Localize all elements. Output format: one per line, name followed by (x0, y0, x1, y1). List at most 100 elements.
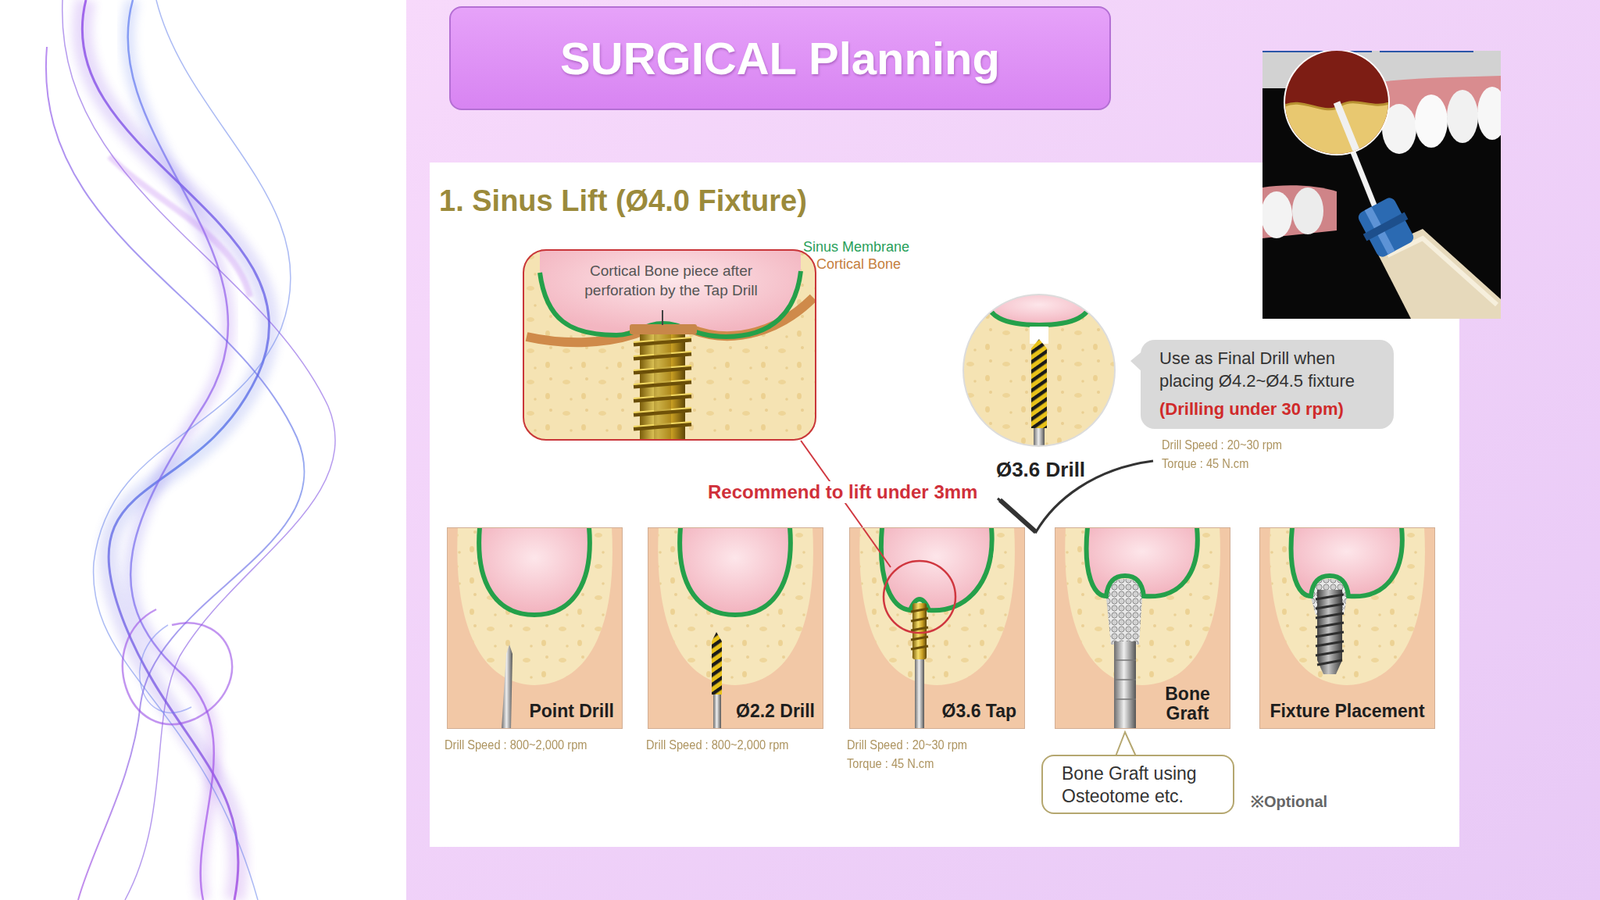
title-banner: SURGICAL Planning (449, 6, 1111, 111)
detail-illustration-part-part (629, 324, 697, 335)
callout-text: Cortical Bone piece after perforation by… (569, 261, 773, 300)
smoke-swirl-part (109, 156, 250, 297)
speech-bubble: Use as Final Drill when placing Ø4.2~Ø4.… (1140, 339, 1394, 429)
step-illustration-part-part (647, 527, 824, 729)
clinical-photo-part (1262, 50, 1501, 319)
step-panel: Ø3.6 Tap (849, 527, 1025, 729)
detail-illustration-part-part (539, 249, 801, 337)
detail-illustration-part-part (522, 249, 817, 441)
step-illustration-part-part (914, 659, 925, 729)
drill-spec: Drill Speed : 800~2,000 rpm (444, 737, 587, 754)
step-name: Point Drill (528, 700, 615, 722)
smoke-swirl-part (128, 0, 229, 900)
smoke-swirl-part (82, 0, 269, 900)
step-panel: Ø2.2 Drill (647, 527, 824, 729)
drill-close-up-part (962, 293, 1116, 452)
drill-circle: Ø3.6 Drill (962, 293, 1116, 447)
step-illustration-part (647, 527, 824, 729)
step-illustration-part-part (1086, 527, 1198, 597)
title-text: SURGICAL Planning (560, 32, 1000, 85)
step-panel: Fixture Placement (1259, 527, 1436, 729)
step-illustration-part-part (1086, 527, 1198, 597)
clinical-photo-part-part (1446, 89, 1479, 143)
step-illustration-part-part (883, 560, 956, 633)
smoke-swirl-part (128, 0, 229, 900)
step-illustration-part-part (1054, 527, 1231, 729)
part-name: Sinus Membrane (803, 239, 910, 256)
step-illustration-part-part (679, 527, 791, 615)
drill-close-up-part-part (962, 293, 1116, 447)
step-illustration-part-part (711, 632, 722, 695)
drill-spec: Drill Speed : 20~30 rpm (846, 737, 968, 754)
step-illustration (1054, 527, 1231, 729)
step-illustration-part-part (1291, 527, 1403, 597)
clinical-photo-part-part (1262, 50, 1372, 53)
step-illustration-part-part (713, 694, 722, 729)
step-illustration-part-part (1259, 527, 1436, 729)
smoke-swirl-part (82, 0, 269, 900)
step-panel: Point Drill (446, 527, 623, 729)
clinical-photo-part-part (1282, 50, 1392, 161)
step-illustration (647, 527, 824, 729)
step-illustration-part-part (1291, 527, 1403, 597)
step-illustration-part (1054, 527, 1231, 729)
step-illustration-part-part (862, 527, 891, 568)
detail-illustration-part-part (522, 249, 817, 441)
step-illustration-part-part (1106, 578, 1143, 645)
background-part (406, 0, 1600, 900)
step-name: Ø3.6 Tap (942, 700, 1017, 722)
part-name: Cortical Bone (816, 256, 901, 273)
background-part (0, 0, 407, 900)
step-illustration-part-part (478, 527, 590, 615)
clinical-photo-part-part-part (1356, 196, 1416, 260)
clinical-photo-part-part-part (1336, 102, 1361, 161)
step-illustration-part-part (910, 608, 929, 650)
section-heading: 1. Sinus Lift (Ø4.0 Fixture) (439, 184, 808, 218)
drill-spec: Drill Speed : 20~30 rpm (1161, 437, 1283, 454)
step-name: Bone Graft (1151, 684, 1224, 724)
clinical-photo (1260, 49, 1508, 319)
step-name: Fixture Placement (1260, 700, 1435, 722)
step-illustration-part (446, 527, 623, 729)
detail-illustration (522, 249, 817, 441)
detail-illustration-part-part (690, 297, 814, 336)
drill-close-up-part-part (985, 293, 1093, 325)
step-illustration-part-part (1114, 660, 1136, 700)
step-illustration-part-part (446, 527, 623, 729)
detail-illustration-part-part (653, 334, 672, 441)
detail-view: Cortical Bone piece after perforation by… (522, 249, 817, 441)
note-text: Use as Final Drill when placing Ø4.2~Ø4.… (1159, 347, 1386, 393)
step-illustration (849, 527, 1025, 729)
drill-spec: Drill Speed : 800~2,000 rpm (646, 737, 789, 754)
warning-text: (Drilling under 30 rpm) (1159, 399, 1344, 420)
step-illustration-part-part (849, 527, 1025, 729)
clinical-photo-part-part-part (1282, 50, 1392, 161)
detail-illustration-part (522, 249, 817, 441)
smoke-swirl-part (62, 0, 336, 900)
step-illustration-part-part (1114, 641, 1136, 729)
step-illustration (446, 527, 623, 729)
edge-label: Recommend to lift under 3mm (704, 481, 981, 504)
smoke-swirl-part (122, 609, 233, 725)
drill-close-up-part-part (985, 293, 1093, 325)
drill-close-up-part-part (1031, 339, 1047, 429)
speech-tail (1115, 732, 1136, 757)
clinical-photo-part-part (1292, 187, 1324, 235)
step-name: Ø3.6 Drill (940, 457, 1141, 483)
step-illustration-part (1259, 527, 1436, 729)
clinical-photo-part-part (1387, 238, 1497, 305)
step-illustration-part (849, 527, 1025, 729)
step-illustration-part-part (501, 644, 513, 729)
clinical-photo-part-part (1477, 86, 1501, 140)
clinical-photo-part-part-part (1363, 212, 1409, 242)
clinical-photo-part-part (1379, 50, 1474, 53)
drill-spec: Torque : 45 N.cm (1161, 456, 1249, 472)
step-illustration (1259, 527, 1436, 729)
clinical-photo-part-part (1414, 94, 1448, 148)
callout-text: Bone Graft using Osteotome etc. (1061, 762, 1226, 808)
step-panel: Bone Graft (1054, 527, 1231, 729)
step-illustration-part-part (679, 527, 791, 615)
